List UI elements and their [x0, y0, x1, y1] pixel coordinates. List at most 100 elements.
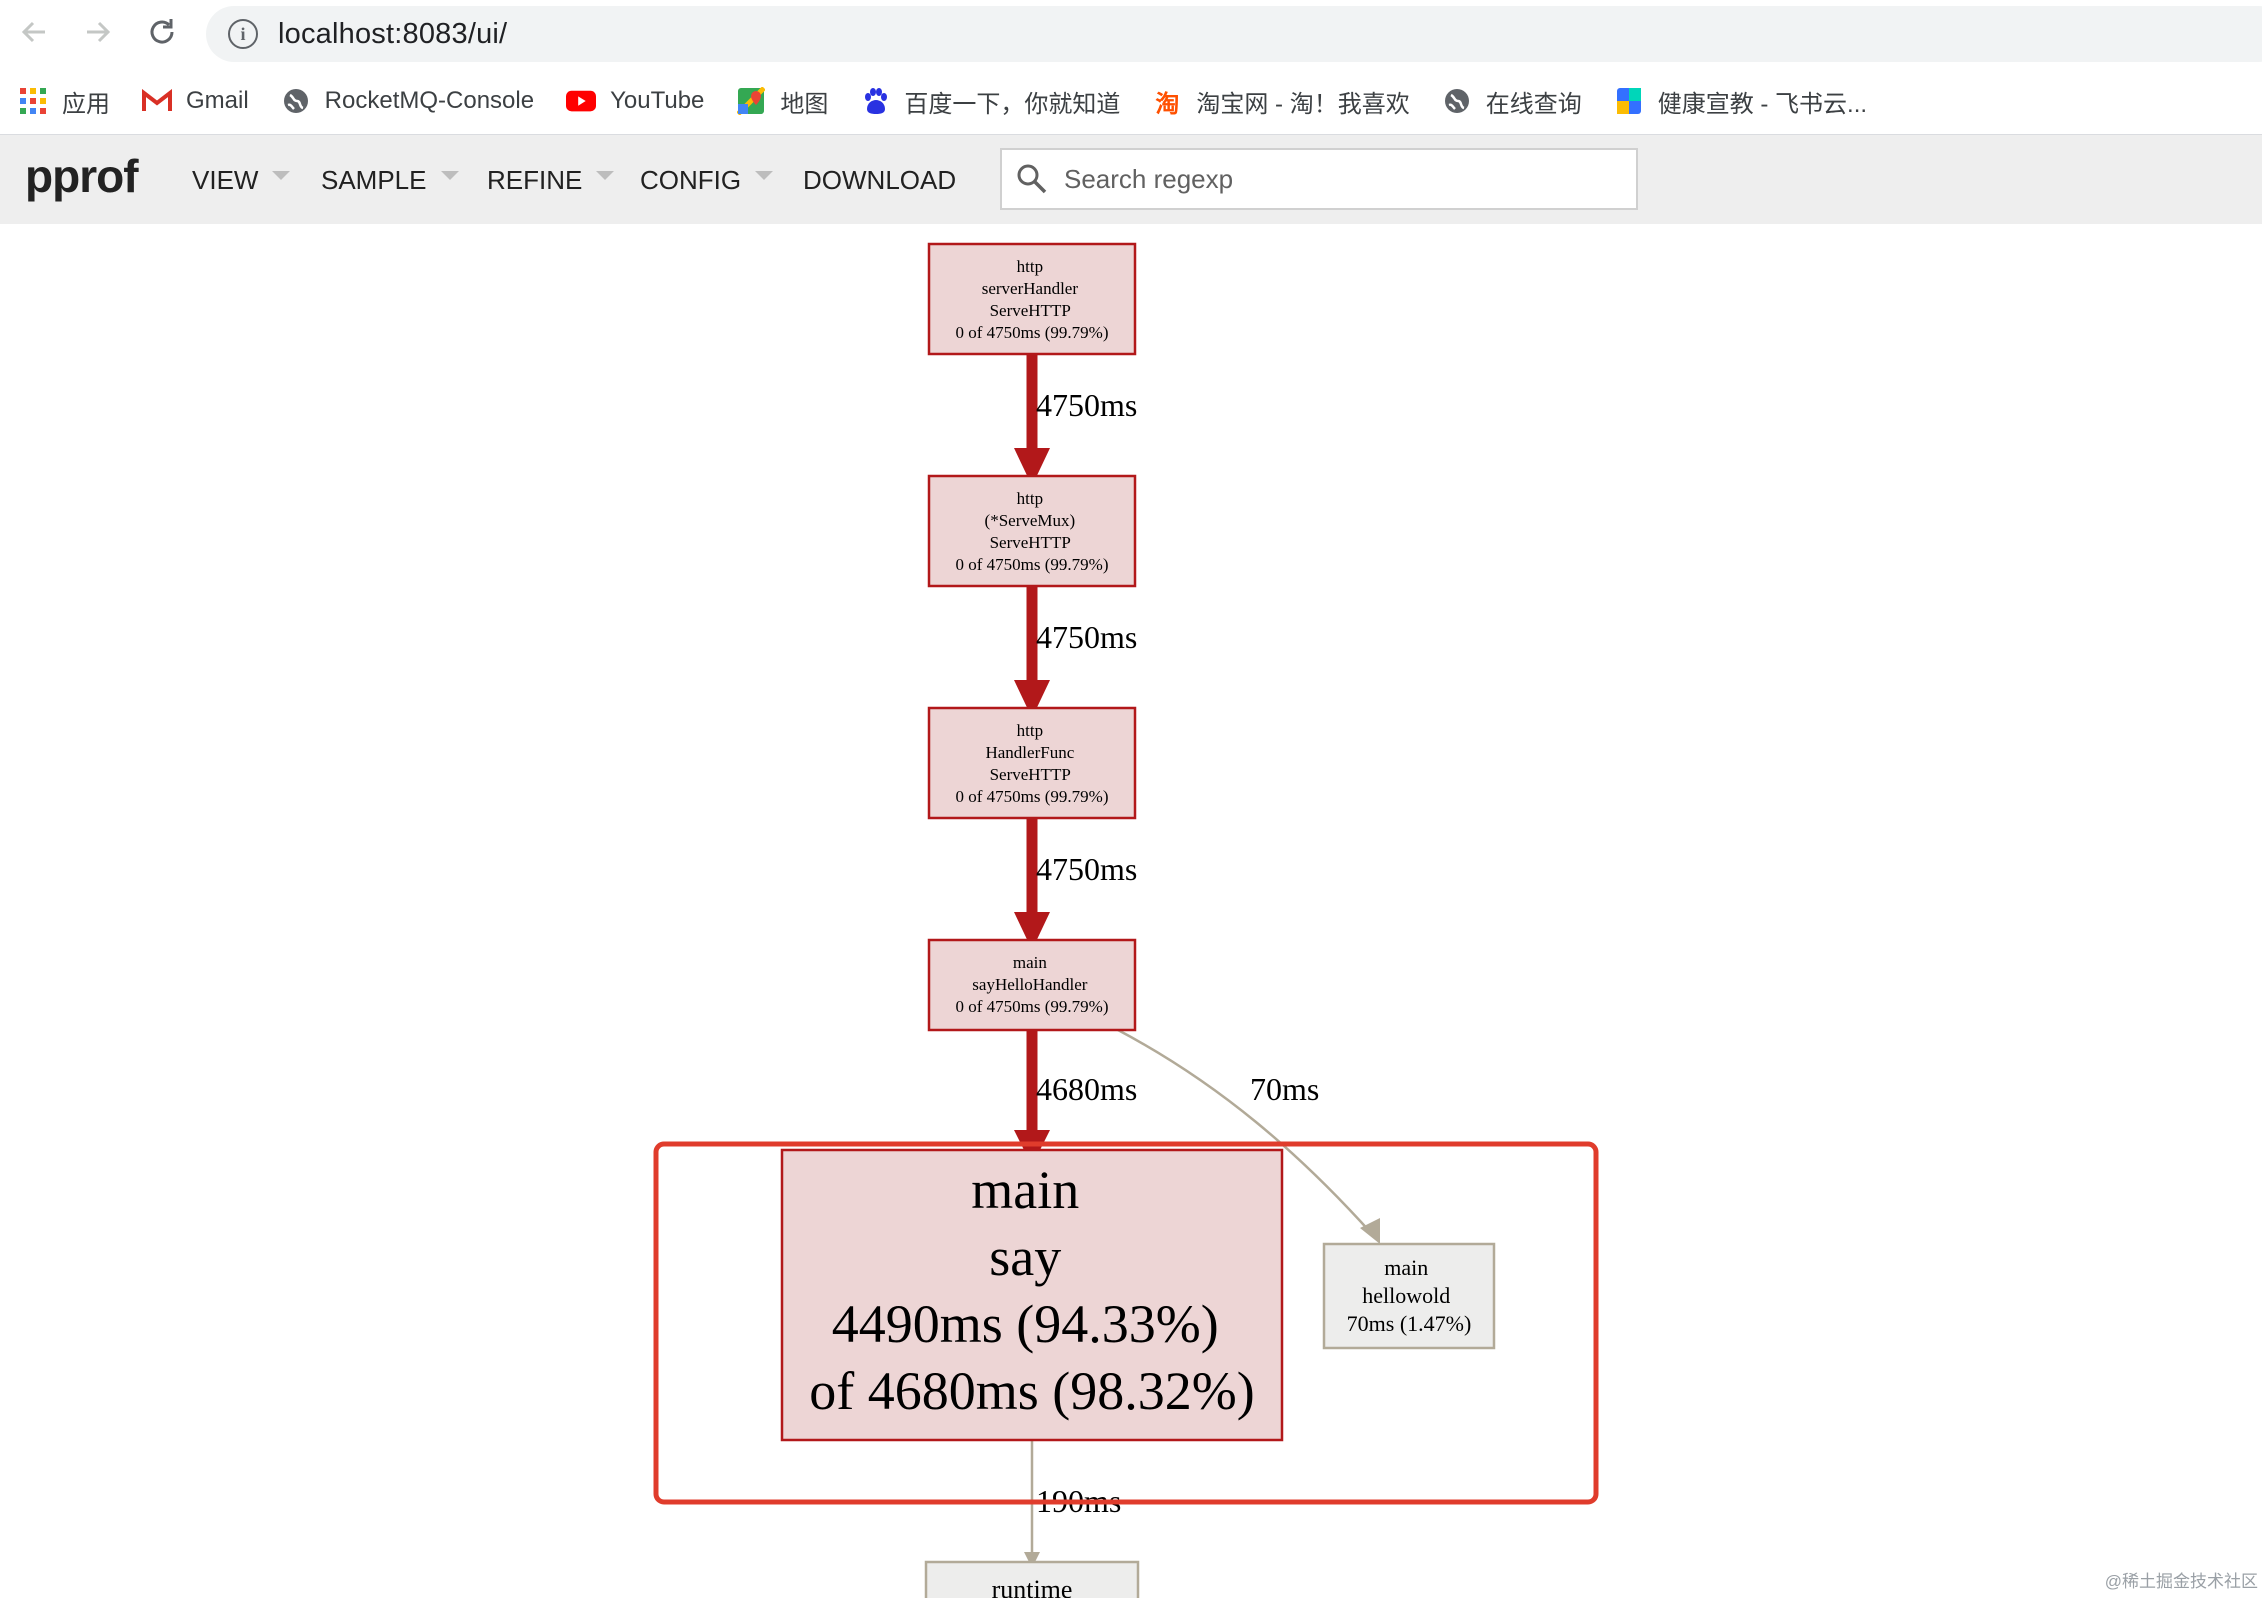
bookmark-label: 百度一下，你就知道 [904, 90, 1121, 118]
node-label: 0 of 4750ms (99.79%) [956, 323, 1109, 342]
forward-button[interactable] [74, 8, 122, 56]
menu-view-label: VIEW [192, 165, 259, 195]
bookmark-baidu[interactable]: 百度一下，你就知道 [860, 84, 1120, 119]
taobao-icon: 淘 [1155, 90, 1180, 118]
bookmark-label: RocketMQ-Console [324, 87, 535, 114]
baidu-paw-icon [860, 86, 890, 116]
node-main-sayhellohandler[interactable]: main sayHelloHandler 0 of 4750ms (99.79%… [927, 938, 1137, 1032]
edge-sayhellohandler-to-say[interactable]: 4680ms [1014, 1030, 1137, 1166]
node-label: 0 of 4750ms (99.79%) [956, 997, 1109, 1016]
menu-sample[interactable]: SAMPLE [321, 165, 459, 196]
menu-refine-label: REFINE [487, 165, 583, 195]
bookmark-taobao[interactable]: 淘 淘宝网 - 淘！我喜欢 [1152, 84, 1409, 119]
edge-label: 4750ms [1036, 851, 1137, 887]
node-label: runtime [992, 1575, 1073, 1598]
menu-download[interactable]: DOWNLOAD [803, 165, 956, 196]
node-label: ServeHTTP [990, 533, 1071, 552]
node-label: of 4680ms (98.32%) [809, 1361, 1254, 1421]
svg-text:http serverHandler: http serverHandler ServeHTTP 0 of 4750ms… [956, 257, 1109, 342]
node-label: 70ms (1.47%) [1347, 1311, 1472, 1336]
menu-refine[interactable]: REFINE [487, 165, 615, 196]
reload-button[interactable] [138, 8, 186, 56]
highlight-annotation-box [653, 1141, 1599, 1505]
node-main-hellowold[interactable]: main hellowold 70ms (1.47%) [1322, 1242, 1496, 1350]
node-label: HandlerFunc [985, 743, 1074, 762]
bookmark-gmail[interactable]: Gmail [142, 86, 249, 116]
edge-servemux-to-handlerfunc[interactable]: 4750ms [1014, 586, 1137, 718]
bookmark-youtube[interactable]: YouTube [566, 86, 704, 116]
bookmark-rocketmq[interactable]: RocketMQ-Console [281, 86, 534, 116]
edge-label: 4750ms [1036, 619, 1137, 655]
node-label: main [1384, 1255, 1428, 1280]
back-arrow-icon [21, 21, 45, 43]
edge-label: 4680ms [1036, 1071, 1137, 1107]
bookmark-label: 健康宣教 - 飞书云... [1657, 90, 1868, 118]
node-label: http [1017, 721, 1043, 740]
node-label: sayHelloHandler [972, 975, 1088, 994]
node-label: serverHandler [982, 279, 1079, 298]
node-http-serverhandler-servehttp[interactable]: http serverHandler ServeHTTP 0 of 4750ms… [927, 242, 1137, 356]
menu-sample-label: SAMPLE [321, 165, 427, 195]
youtube-icon [566, 86, 597, 116]
site-info-icon[interactable]: i [228, 19, 258, 49]
node-label: ServeHTTP [990, 301, 1071, 320]
chevron-down-icon [596, 171, 615, 180]
feishu-icon [1614, 86, 1644, 116]
edge-label: 4750ms [1036, 387, 1137, 423]
node-label: say [989, 1227, 1061, 1287]
search-box [1000, 148, 1638, 210]
bookmark-feishu[interactable]: 健康宣教 - 飞书云... [1614, 84, 1867, 119]
forward-arrow-icon [87, 21, 111, 43]
address-bar[interactable]: i localhost:8083/ui/ [206, 6, 2262, 62]
bookmark-label: 淘宝网 - 淘！我喜欢 [1196, 90, 1410, 118]
pprof-logo[interactable]: pprof [25, 150, 139, 202]
globe-icon [281, 86, 311, 116]
chevron-down-icon [440, 171, 459, 180]
bookmark-label: Gmail [186, 87, 249, 114]
node-label: 4490ms (94.33%) [832, 1294, 1219, 1354]
node-label: http [1017, 489, 1043, 508]
maps-icon [736, 86, 766, 116]
bookmark-label: 应用 [62, 90, 110, 118]
bookmark-maps[interactable]: 地图 [736, 84, 828, 119]
chevron-down-icon [755, 171, 774, 180]
node-main-say[interactable]: main say 4490ms (94.33%) of 4680ms (98.3… [780, 1148, 1284, 1442]
menu-config-label: CONFIG [640, 165, 742, 195]
watermark: @稀土掘金技术社区 [2104, 1572, 2258, 1591]
bookmark-apps[interactable]: 应用 [18, 84, 110, 119]
svg-text:http (*ServeMux) S: http (*ServeMux) ServeHTTP 0 of 4750ms (… [956, 489, 1109, 574]
menu-view[interactable]: VIEW [192, 165, 291, 196]
chevron-down-icon [272, 171, 291, 180]
edge-label: 70ms [1250, 1071, 1319, 1107]
node-http-servemux-servehttp[interactable]: http (*ServeMux) ServeHTTP 0 of 4750ms (… [927, 474, 1137, 588]
edge-sayhellohandler-to-hellowold[interactable]: 70ms [1117, 1028, 1380, 1244]
gmail-icon [142, 86, 172, 116]
node-label: hellowold [1362, 1283, 1450, 1308]
apps-grid-icon [18, 86, 48, 116]
node-label: 0 of 4750ms (99.79%) [956, 787, 1109, 806]
node-label: (*ServeMux) [985, 511, 1076, 530]
bookmark-label: 在线查询 [1485, 90, 1582, 118]
search-icon [1017, 164, 1047, 194]
edge-handlerfunc-to-sayhellohandler[interactable]: 4750ms [1014, 818, 1137, 950]
node-label: main [1013, 953, 1047, 972]
browser-top-bar: i localhost:8083/ui/ [0, 0, 2262, 68]
menu-download-label: DOWNLOAD [803, 165, 957, 195]
call-graph[interactable]: 4750ms 4750ms 4750ms 4680ms 70ms 190ms h… [0, 224, 2262, 1598]
node-runtime[interactable]: runtime [924, 1560, 1140, 1598]
edge-serverhandler-to-servemux[interactable]: 4750ms [1014, 354, 1137, 486]
search-input[interactable] [1062, 162, 1606, 196]
bookmark-label: 地图 [780, 90, 829, 118]
bookmark-online-query[interactable]: 在线查询 [1442, 84, 1582, 119]
address-url: localhost:8083/ui/ [278, 17, 508, 50]
node-http-handlerfunc-servehttp[interactable]: http HandlerFunc ServeHTTP 0 of 4750ms (… [927, 706, 1137, 820]
menu-config[interactable]: CONFIG [640, 165, 774, 196]
bookmarks-bar: 应用 Gmail RocketMQ-Console YouTube 地图 百度一… [0, 68, 2262, 135]
back-button[interactable] [10, 8, 58, 56]
svg-text:main say 4490ms (9: main say 4490ms (94.33%) of 4680ms (98.3… [809, 1160, 1254, 1421]
reload-icon [150, 19, 174, 44]
pprof-toolbar: pprof VIEW SAMPLE REFINE CONFIG DOWNLOAD [0, 135, 2262, 224]
node-label: main [971, 1160, 1079, 1220]
svg-text:http HandlerFunc S: http HandlerFunc ServeHTTP 0 of 4750ms (… [956, 721, 1109, 806]
bookmark-label: YouTube [610, 87, 705, 114]
